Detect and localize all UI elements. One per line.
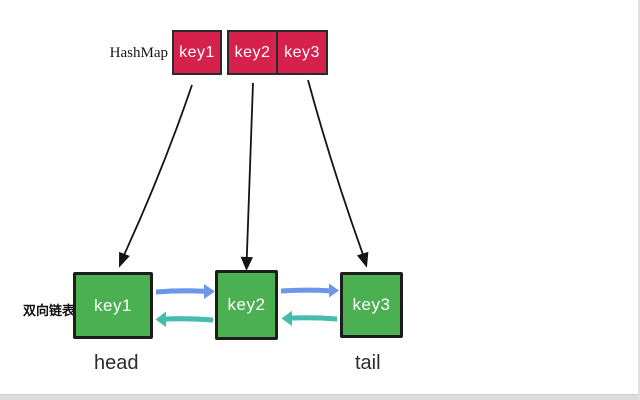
list-node-key2: key2 [215,270,278,340]
map-pointer-arrowhead-key2 [240,256,253,271]
list-node-key2-label: key2 [227,295,266,314]
list-node-key1-label: key1 [94,295,132,315]
bottom-window-edge [0,394,638,400]
map-pointer-arrowhead-key3 [356,251,369,268]
map-pointer-arrow-key1 [123,84,193,255]
map-pointer-arrow-key3 [307,79,364,255]
prev-pointer-arrow-2 [281,310,337,326]
head-label: head [94,352,139,374]
hashmap-bucket-key2-label: key2 [234,43,271,61]
map-pointer-arrowhead-key1 [118,251,130,268]
hashmap-bucket-key3-label: key3 [284,43,320,61]
hashmap-bucket-key3: key3 [276,30,328,75]
map-pointer-arrow-key2 [245,82,254,258]
next-pointer-arrow-1 [156,284,215,299]
hashmap-bucket-key1: key1 [172,30,222,75]
hashmap-bucket-key1-label: key1 [179,43,215,61]
list-node-key3-label: key3 [352,295,391,314]
list-node-key1: key1 [73,272,153,339]
hashmap-label: HashMap [109,45,168,61]
linked-list-label: 双向链表 [23,303,76,318]
list-node-key3: key3 [340,272,403,338]
tail-label: tail [355,352,381,374]
next-pointer-arrow-2 [281,283,339,298]
prev-pointer-arrow-1 [155,311,213,327]
hashmap-bucket-key2: key2 [227,30,278,75]
